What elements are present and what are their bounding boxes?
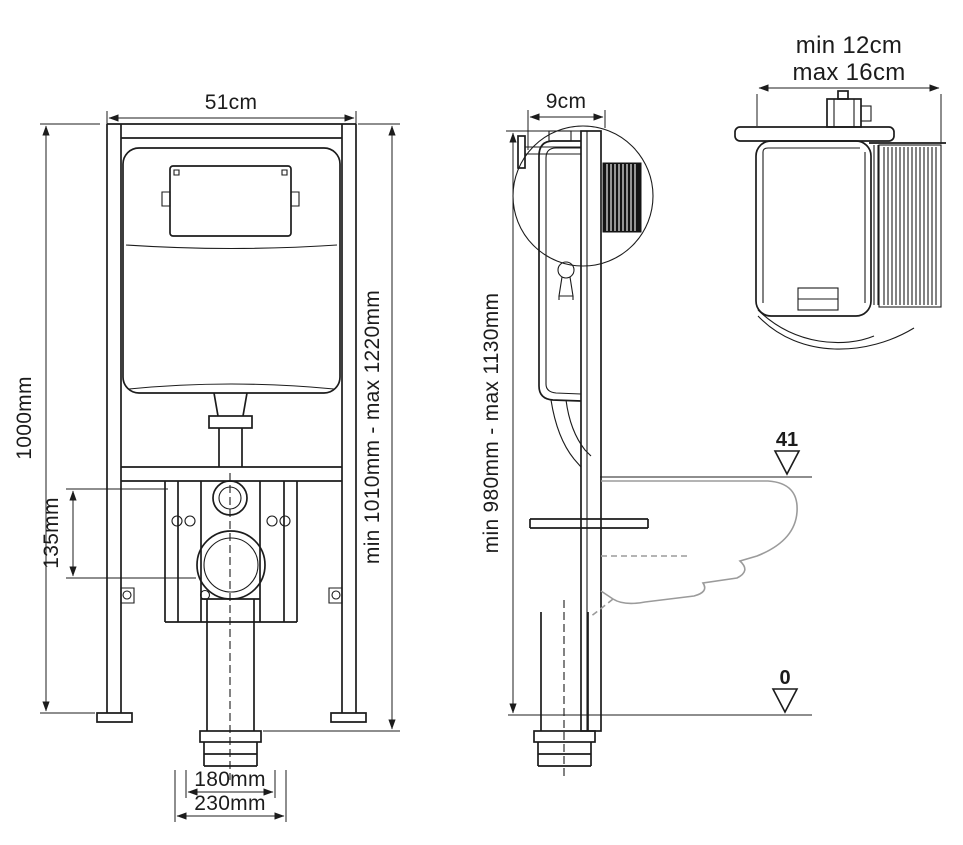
- cistern-side: [538, 130, 582, 402]
- wall-section-hatched: [602, 162, 642, 233]
- level-triangle-icon: [771, 688, 799, 714]
- bowl-mounting-plate: [529, 518, 649, 529]
- front-view: 51cm 1000mm 135mm min 1010mm - max 1220m…: [13, 91, 400, 822]
- floor-level-label: 0: [779, 667, 790, 689]
- detail-max-depth-label: max 16cm: [792, 59, 905, 86]
- cistern-front: [122, 147, 341, 394]
- detail-dimensions: [756, 84, 942, 144]
- wall-section-detail: [869, 142, 946, 308]
- cistern-section: [755, 140, 915, 350]
- drain-pipe-front: [199, 473, 262, 780]
- level-marker-41: 41: [600, 429, 812, 478]
- total-height-dimension-label: min 1010mm - max 1220mm: [361, 290, 384, 564]
- toilet-bowl-outline: [589, 480, 798, 618]
- support-channel-front: [164, 480, 298, 623]
- level-marker-0: 0: [508, 667, 812, 716]
- flush-actuator-section: [826, 90, 872, 128]
- outlet-spacing-dimension-label: 230mm: [194, 792, 266, 815]
- frame-height-dimension-label: 1000mm: [13, 376, 36, 460]
- flush-pipe-front: [208, 392, 253, 467]
- detail-view: min 12cm max 16cm: [734, 32, 946, 350]
- side-view: 41 0 9cm min 980mm - max 1130mm: [480, 90, 812, 780]
- depth-dimension-label: 9cm: [546, 90, 587, 113]
- level-triangle-icon: [773, 450, 801, 476]
- flush-bend-side: [550, 399, 592, 468]
- drain-offset-dimension-label: 135mm: [40, 497, 63, 569]
- frame-width-dimension-label: 51cm: [205, 91, 258, 114]
- access-panel: [169, 165, 292, 237]
- mounting-frame-front: [96, 123, 367, 723]
- bowl-level-label: 41: [776, 429, 798, 451]
- drain-pipe-side: [533, 600, 596, 780]
- frame-rail-section: [873, 145, 879, 305]
- front-dimensions: [40, 111, 400, 822]
- mounting-rail-side: [580, 130, 602, 732]
- side-dimensions: [506, 110, 606, 714]
- detail-min-depth-label: min 12cm: [796, 32, 902, 59]
- outlet-width-dimension-label: 180mm: [194, 768, 266, 791]
- wall-anchor-side: [517, 135, 581, 169]
- drain-flange-circle: [196, 530, 266, 600]
- flush-plate-section: [734, 126, 895, 142]
- side-height-dimension-label: min 980mm - max 1130mm: [480, 293, 503, 554]
